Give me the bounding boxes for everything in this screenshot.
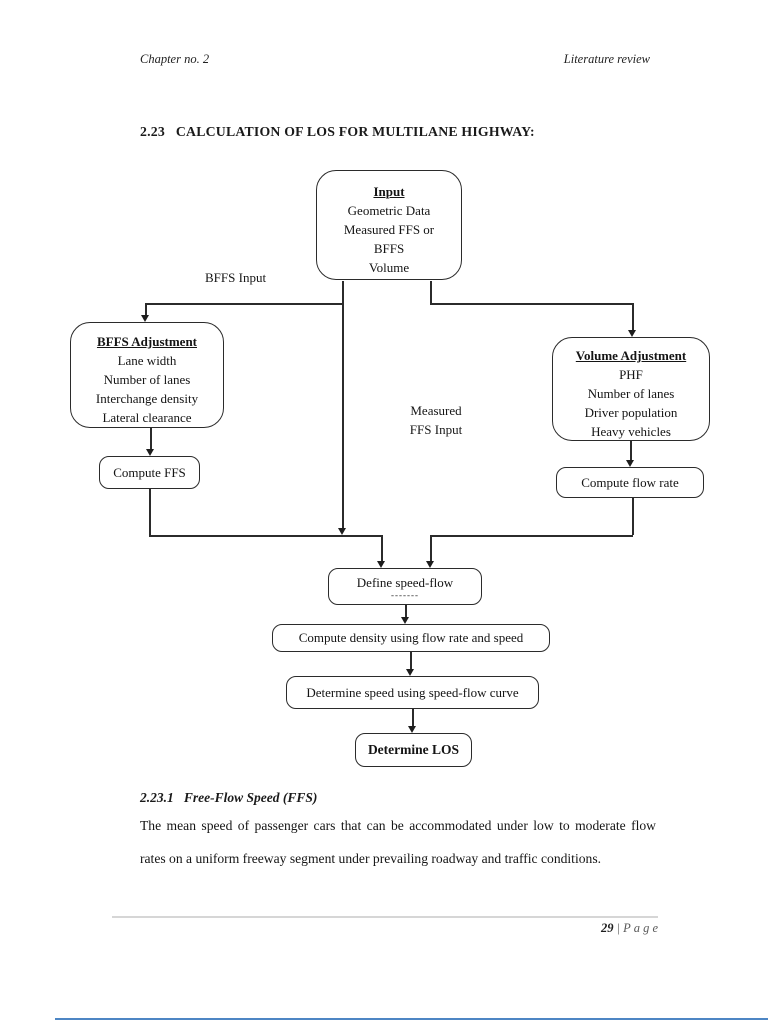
subsection-heading: 2.23.1 Free-Flow Speed (FFS) bbox=[140, 790, 318, 805]
arrowhead-volume-icon bbox=[628, 330, 636, 337]
node-bffs-line: Interchange density bbox=[95, 391, 199, 406]
flowchart-node-volume-adjustment: Volume Adjustment PHF Number of lanes Dr… bbox=[552, 337, 710, 441]
connector-mid-left bbox=[149, 535, 382, 537]
page-title: 2.23 CALCULATION OF LOS FOR MULTILANE HI… bbox=[140, 124, 535, 139]
flowchart-node-determine-speed: Determine speed using speed-flow curve bbox=[286, 676, 539, 709]
connector-to-bffs bbox=[145, 303, 147, 315]
node-compute-flow-rate-label: Compute flow rate bbox=[581, 474, 679, 490]
node-volume-line: PHF bbox=[619, 367, 643, 382]
edge-label-bffs-input: BFFS Input bbox=[205, 270, 267, 285]
arrowhead-determine-speed-icon bbox=[406, 669, 414, 676]
connector-computeffs-down bbox=[149, 489, 151, 535]
connector-define-to-density bbox=[405, 605, 407, 617]
node-compute-density-label: Compute density using flow rate and spee… bbox=[298, 630, 524, 645]
arrowhead-define-right-icon bbox=[426, 561, 434, 568]
node-define-speed-flow-label: Define speed-flow bbox=[356, 575, 454, 590]
paragraph-line: The mean speed of passenger cars that ca… bbox=[140, 818, 656, 833]
arrowhead-bffs-icon bbox=[141, 315, 149, 322]
edge-label-measured-ffs: Measured FFS Input bbox=[390, 401, 482, 439]
node-determine-speed-label: Determine speed using speed-flow curve bbox=[306, 684, 519, 700]
connector-right-branch bbox=[430, 303, 633, 305]
node-volume-line: Number of lanes bbox=[587, 386, 675, 401]
flowchart-node-compute-ffs: Compute FFS bbox=[99, 456, 200, 489]
flowchart-node-input: Input Geometric Data Measured FFS or BFF… bbox=[316, 170, 462, 280]
arrowhead-determine-los-icon bbox=[408, 726, 416, 733]
node-bffs-title: BFFS Adjustment bbox=[96, 334, 198, 349]
flowchart-node-define-speed-flow: Define speed-flow ------- bbox=[328, 568, 482, 605]
node-bffs-line: Lane width bbox=[117, 353, 177, 368]
page-word: | P a g e bbox=[616, 921, 658, 935]
node-bffs-line: Lateral clearance bbox=[102, 410, 192, 425]
connector-volume-to-flowrate bbox=[630, 441, 632, 460]
arrowhead-measured-ffs-icon bbox=[338, 528, 346, 535]
node-volume-line: Driver population bbox=[584, 405, 678, 420]
flowchart-node-compute-density: Compute density using flow rate and spee… bbox=[272, 624, 550, 652]
edge-label-ffs-input: FFS Input bbox=[409, 422, 463, 437]
paragraph-line: rates on a uniform freeway segment under… bbox=[140, 851, 602, 866]
bottom-accent-line bbox=[55, 1018, 768, 1020]
connector-bffs-to-computeffs bbox=[150, 428, 152, 449]
flowchart-node-bffs-adjustment: BFFS Adjustment Lane width Number of lan… bbox=[70, 322, 224, 428]
node-input-line: Geometric Data bbox=[347, 203, 431, 218]
arrowhead-compute-flow-rate-icon bbox=[626, 460, 634, 467]
page-number-value: 29 bbox=[600, 921, 614, 935]
flowchart-node-compute-flow-rate: Compute flow rate bbox=[556, 467, 704, 498]
connector-to-define-right bbox=[430, 535, 432, 561]
edge-label-measured: Measured bbox=[410, 403, 462, 418]
header-chapter: Chapter no. 2 bbox=[140, 52, 210, 66]
node-input-title: Input bbox=[373, 184, 405, 199]
connector-input-right-stub bbox=[430, 281, 432, 303]
body-paragraph: The mean speed of passenger cars that ca… bbox=[140, 809, 656, 875]
node-input-line: BFFS bbox=[373, 241, 405, 256]
connector-mid-right bbox=[430, 535, 633, 537]
header-section: Literature review bbox=[563, 52, 650, 66]
node-volume-title: Volume Adjustment bbox=[575, 348, 687, 363]
page-number: 29 | P a g e bbox=[601, 921, 658, 936]
node-determine-los-label: Determine LOS bbox=[367, 742, 460, 757]
node-compute-ffs-label: Compute FFS bbox=[113, 464, 186, 480]
footer-rule bbox=[112, 916, 658, 918]
node-input-line: Measured FFS or bbox=[343, 222, 435, 237]
connector-to-define-left bbox=[381, 535, 383, 561]
connector-speed-to-los bbox=[412, 709, 414, 726]
node-define-speed-flow-dashes: ------- bbox=[391, 590, 419, 600]
arrowhead-define-left-icon bbox=[377, 561, 385, 568]
node-input-line: Volume bbox=[368, 260, 410, 275]
node-bffs-line: Number of lanes bbox=[103, 372, 191, 387]
connector-flowrate-down bbox=[632, 498, 634, 535]
arrowhead-density-icon bbox=[401, 617, 409, 624]
connector-input-to-mid bbox=[342, 281, 344, 528]
arrowhead-compute-ffs-icon bbox=[146, 449, 154, 456]
node-volume-line: Heavy vehicles bbox=[591, 424, 671, 439]
connector-density-to-speed bbox=[410, 652, 412, 669]
flowchart-node-determine-los: Determine LOS bbox=[355, 733, 472, 767]
connector-to-volume bbox=[632, 303, 634, 330]
connector-left-branch bbox=[145, 303, 344, 305]
